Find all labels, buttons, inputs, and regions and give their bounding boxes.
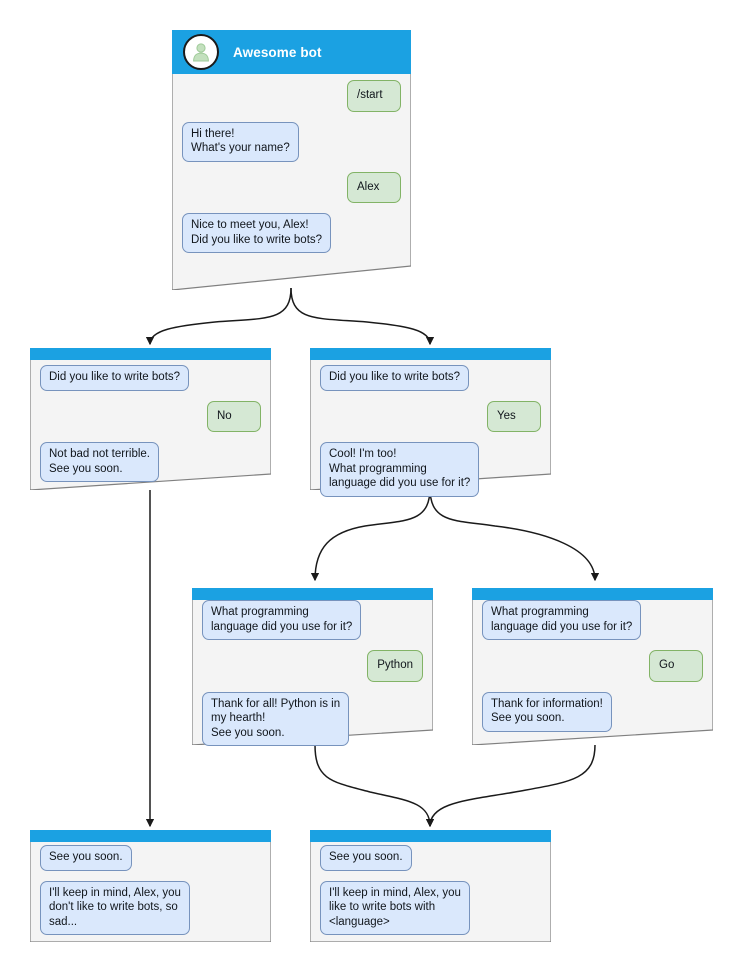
- message-row: Thank for all! Python is in my hearth! S…: [202, 691, 423, 746]
- message-row: Hi there! What's your name?: [182, 121, 401, 162]
- connector-start-to-no: [145, 287, 292, 346]
- bot-bubble[interactable]: Cool! I'm too! What programming language…: [320, 442, 480, 497]
- card-header-bar: [30, 348, 271, 360]
- message-row: See you soon.: [40, 845, 261, 871]
- card-header-bar: [472, 588, 713, 600]
- bot-bubble[interactable]: Hi there! What's your name?: [182, 121, 299, 162]
- connector-start-to-yes: [290, 287, 435, 346]
- bot-bubble[interactable]: Thank for all! Python is in my hearth! S…: [202, 691, 350, 746]
- message-row: Not bad not terrible. See you soon.: [40, 442, 261, 482]
- message-row: Nice to meet you, Alex! Did you like to …: [182, 213, 401, 253]
- message-row: Python: [202, 650, 423, 682]
- connector-go-to-end-happy: [425, 744, 596, 828]
- connector-python-to-end-happy: [314, 744, 435, 828]
- message-row: Cool! I'm too! What programming language…: [320, 442, 541, 497]
- message-row: I'll keep in mind, Alex, you like to wri…: [320, 880, 541, 935]
- bot-bubble[interactable]: Did you like to write bots?: [40, 365, 190, 391]
- message-list: What programming language did you use fo…: [192, 600, 433, 756]
- chat-card-answer-no[interactable]: Did you like to write bots? No Not bad n…: [30, 348, 271, 490]
- bot-bubble[interactable]: I'll keep in mind, Alex, you like to wri…: [320, 880, 470, 935]
- message-row: Yes: [320, 400, 541, 432]
- user-bubble[interactable]: Python: [367, 650, 423, 682]
- bot-bubble[interactable]: What programming language did you use fo…: [202, 600, 362, 640]
- message-list: Did you like to write bots? No Not bad n…: [30, 365, 271, 492]
- user-bubble[interactable]: No: [207, 400, 261, 432]
- chat-card-end-happy[interactable]: See you soon. I'll keep in mind, Alex, y…: [310, 830, 551, 942]
- message-list: /start Hi there! What's your name? Alex …: [172, 80, 411, 263]
- message-row: See you soon.: [320, 845, 541, 871]
- chat-card-answer-python[interactable]: What programming language did you use fo…: [192, 588, 433, 746]
- bot-bubble[interactable]: What programming language did you use fo…: [482, 600, 642, 640]
- message-row: Go: [482, 650, 703, 682]
- message-list: See you soon. I'll keep in mind, Alex, y…: [310, 845, 551, 945]
- message-row: Did you like to write bots?: [320, 365, 541, 391]
- bot-bubble[interactable]: Nice to meet you, Alex! Did you like to …: [182, 213, 332, 253]
- chat-card-answer-yes[interactable]: Did you like to write bots? Yes Cool! I'…: [310, 348, 551, 497]
- card-header-bar: [310, 830, 551, 842]
- bot-bubble[interactable]: I'll keep in mind, Alex, you don't like …: [40, 880, 190, 935]
- message-row: Thank for information! See you soon.: [482, 691, 703, 732]
- bot-bubble[interactable]: Not bad not terrible. See you soon.: [40, 442, 160, 482]
- message-list: Did you like to write bots? Yes Cool! I'…: [310, 365, 551, 507]
- bot-bubble[interactable]: See you soon.: [320, 845, 412, 871]
- message-row: Alex: [182, 171, 401, 203]
- message-row: Did you like to write bots?: [40, 365, 261, 391]
- message-row: No: [40, 400, 261, 432]
- message-list: What programming language did you use fo…: [472, 600, 713, 742]
- card-header-bar: [310, 348, 551, 360]
- user-bubble[interactable]: Alex: [347, 171, 401, 203]
- card-header-bar: [30, 830, 271, 842]
- message-row: What programming language did you use fo…: [202, 600, 423, 640]
- message-row: What programming language did you use fo…: [482, 600, 703, 640]
- chat-card-end-sad[interactable]: See you soon. I'll keep in mind, Alex, y…: [30, 830, 271, 942]
- chat-card-answer-go[interactable]: What programming language did you use fo…: [472, 588, 713, 745]
- message-row: I'll keep in mind, Alex, you don't like …: [40, 880, 261, 935]
- bot-bubble[interactable]: See you soon.: [40, 845, 132, 871]
- card-title: Awesome bot: [233, 44, 322, 60]
- user-bubble[interactable]: Go: [649, 650, 703, 682]
- bot-bubble[interactable]: Thank for information! See you soon.: [482, 691, 612, 732]
- card-header-bar: Awesome bot: [172, 30, 411, 74]
- person-avatar-icon: [183, 34, 219, 70]
- chat-card-start[interactable]: Awesome bot /start Hi there! What's your…: [172, 30, 411, 290]
- message-row: /start: [182, 80, 401, 112]
- bot-bubble[interactable]: Did you like to write bots?: [320, 365, 470, 391]
- card-header-bar: [192, 588, 433, 600]
- message-list: See you soon. I'll keep in mind, Alex, y…: [30, 845, 271, 945]
- user-bubble[interactable]: /start: [347, 80, 401, 112]
- user-bubble[interactable]: Yes: [487, 400, 541, 432]
